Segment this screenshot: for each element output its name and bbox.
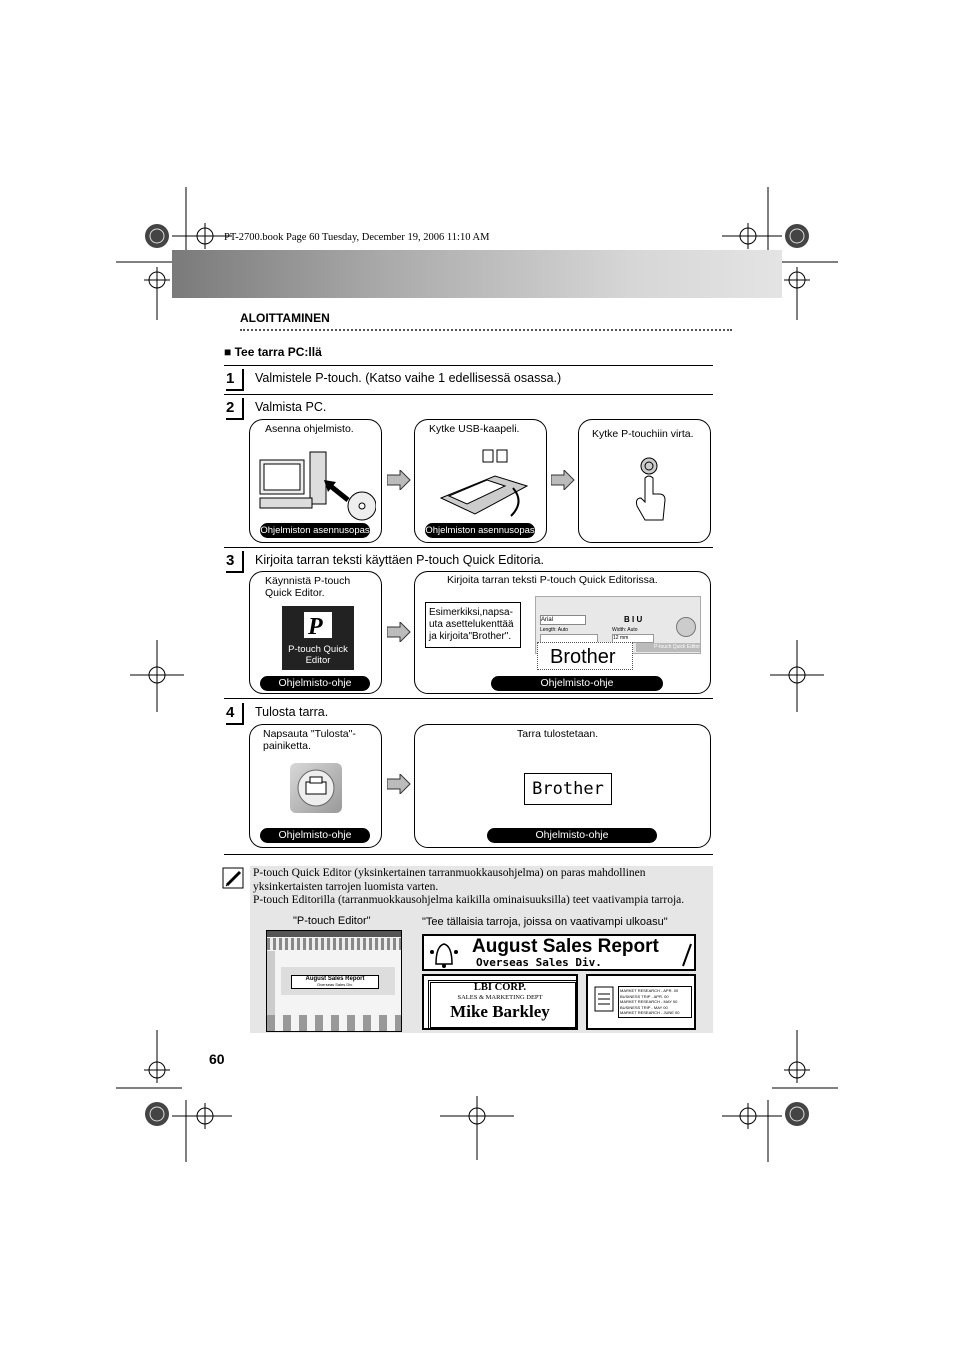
sample-label-business-card: LBI CORP. SALES & MARKETING DEPT Mike Ba… xyxy=(422,974,578,1030)
print-round-button[interactable] xyxy=(676,617,696,637)
editor-bottom-bar xyxy=(267,1015,401,1031)
rule xyxy=(224,365,713,366)
pencil-note-icon xyxy=(222,867,244,889)
step2-box-install: Asenna ohjelmisto. Ohjelmiston asennusop… xyxy=(249,419,382,543)
sample3-row: MARKET RESEARCH - APR. 00 xyxy=(620,988,679,993)
step4-box-print: Napsauta "Tulosta"-painiketta. Ohjelmist… xyxy=(249,724,382,848)
step-number: 2 xyxy=(226,398,244,420)
document-icon xyxy=(594,986,614,1012)
sample3-row: MARKET RESEARCH - JUNE 00 xyxy=(620,1010,680,1015)
help-link[interactable]: Ohjelmisto-ohje xyxy=(260,676,370,691)
sample-label-file-index: MARKET RESEARCH - APR. 00 BUSINESS TRIP … xyxy=(586,974,696,1030)
step2-box-usb: Kytke USB-kaapeli. Ohjelmiston asennusop… xyxy=(414,419,547,543)
printed-label: Brother xyxy=(524,773,612,805)
box-caption: Tarra tulostetaan. xyxy=(517,728,599,740)
font-select[interactable]: Arial xyxy=(540,615,586,625)
quick-editor-desktop-icon[interactable]: P P-touch Quick Editor xyxy=(282,606,354,670)
manual-link[interactable]: Ohjelmiston asennusopas xyxy=(425,523,535,538)
pen-icon xyxy=(682,943,692,967)
heading-text: Tee tarra PC:llä xyxy=(234,345,322,359)
help-link[interactable]: Ohjelmisto-ohje xyxy=(487,828,657,843)
box-caption: Käynnistä P-touch Quick Editor. xyxy=(265,575,351,599)
step3-box-launch: Käynnistä P-touch Quick Editor. P P-touc… xyxy=(249,571,382,694)
square-bullet-icon: ■ xyxy=(224,345,232,359)
step-number: 1 xyxy=(226,369,244,391)
callout: Esimerkiksi,napsa-uta asettelukenttää ja… xyxy=(425,602,521,648)
label-text-field[interactable]: Brother xyxy=(537,642,633,670)
editor-label-sub: Overseas Sales Div. xyxy=(317,982,353,987)
p-touch-editor-screenshot: August Sales Report Overseas Sales Div. xyxy=(266,930,402,1032)
print-button[interactable] xyxy=(290,763,342,813)
editor-label-title: August Sales Report xyxy=(305,976,365,982)
step3-box-edit: Kirjoita tarran teksti P-touch Quick Edi… xyxy=(414,571,711,694)
p-touch-logo-icon: P xyxy=(304,612,332,640)
desktop-icon-label: P-touch Quick Editor xyxy=(288,644,348,666)
box-caption: Kytke P-touchiin virta. xyxy=(592,428,694,440)
printer-usb-icon xyxy=(439,449,529,517)
sample3-row: MARKET RESEARCH - MAY 00 xyxy=(620,999,678,1004)
sample-label-sales-report: August Sales Report Overseas Sales Div. xyxy=(422,934,696,971)
editor-toolbar xyxy=(267,938,401,950)
sample2-name: Mike Barkley xyxy=(450,1002,550,1021)
arrow-right-icon xyxy=(387,470,411,490)
note-line: yksinkertaisten tarrojen luomista varten… xyxy=(253,880,439,893)
step4-box-printed: Tarra tulostetaan. Brother Ohjelmisto-oh… xyxy=(414,724,711,848)
box-caption: Napsauta "Tulosta"-painiketta. xyxy=(263,728,356,752)
sample2-company: LBI CORP. xyxy=(473,982,527,993)
editor-titlebar xyxy=(267,931,401,937)
size-field[interactable]: 12 mm xyxy=(612,634,654,643)
editor-status: P-touch Quick Editor xyxy=(636,643,700,652)
bell-icon xyxy=(430,943,458,968)
arrow-right-icon xyxy=(387,774,411,794)
printer-icon xyxy=(297,769,335,807)
sample3-row: BUSINESS TRIP - MAY 00 xyxy=(620,1004,668,1010)
rule xyxy=(224,394,713,395)
step-number: 3 xyxy=(226,551,244,573)
power-button-hand-icon xyxy=(636,457,666,521)
page-number: 60 xyxy=(209,1051,225,1067)
step-text: Tulosta tarra. xyxy=(255,705,329,719)
heading: ■ Tee tarra PC:llä xyxy=(224,345,322,359)
editor-caption: "P-touch Editor" xyxy=(293,915,371,927)
arrow-right-icon xyxy=(551,470,575,490)
length-label: Length: Auto xyxy=(540,627,569,633)
step-text: Valmista PC. xyxy=(255,400,327,414)
editor-label: August Sales Report Overseas Sales Div. xyxy=(291,975,379,989)
section-title: ALOITTAMINEN xyxy=(240,311,330,325)
step-number: 4 xyxy=(226,703,244,725)
step-text: Kirjoita tarran teksti käyttäen P-touch … xyxy=(255,553,545,567)
svg-text:P: P xyxy=(307,614,323,640)
sample1-title: August Sales Report xyxy=(472,936,659,957)
step2-box-power: Kytke P-touchiin virta. xyxy=(578,419,711,543)
format-buttons[interactable]: B I U xyxy=(624,615,643,624)
note-text: P-touch Quick Editor (yksinkertainen tar… xyxy=(253,867,718,908)
arrow-right-icon xyxy=(387,622,411,642)
rule xyxy=(224,854,713,855)
step-text: Valmistele P-touch. (Katso vaihe 1 edell… xyxy=(255,371,562,385)
rule xyxy=(224,547,713,548)
note-line: P-touch Editorilla (tarranmuokkausohjelm… xyxy=(253,894,685,906)
sample1-sub: Overseas Sales Div. xyxy=(476,956,602,969)
rule xyxy=(224,698,713,699)
help-link[interactable]: Ohjelmisto-ohje xyxy=(491,676,663,691)
book-info: PT-2700.book Page 60 Tuesday, December 1… xyxy=(224,232,490,243)
dotted-divider xyxy=(240,329,732,331)
box-caption: Kytke USB-kaapeli. xyxy=(429,423,520,435)
box-caption: Asenna ohjelmisto. xyxy=(265,423,354,435)
sample2-frame xyxy=(428,980,578,1030)
editor-sidebar xyxy=(267,951,275,1017)
computer-cd-icon xyxy=(259,451,376,521)
help-link[interactable]: Ohjelmisto-ohje xyxy=(260,828,370,843)
sample3-list: MARKET RESEARCH - APR. 00 BUSINESS TRIP … xyxy=(618,986,692,1018)
header-band xyxy=(172,250,782,298)
samples-caption: "Tee tällaisia tarroja, joissa on vaativ… xyxy=(422,916,668,928)
manual-link[interactable]: Ohjelmiston asennusopas xyxy=(260,523,370,538)
width-label: Width: Auto xyxy=(612,627,638,633)
box-caption: Kirjoita tarran teksti P-touch Quick Edi… xyxy=(447,574,658,586)
sample3-row: BUSINESS TRIP - APR. 00 xyxy=(620,993,669,999)
sample2-dept: SALES & MARKETING DEPT xyxy=(457,994,543,1001)
note-line: P-touch Quick Editor (yksinkertainen tar… xyxy=(253,867,646,879)
